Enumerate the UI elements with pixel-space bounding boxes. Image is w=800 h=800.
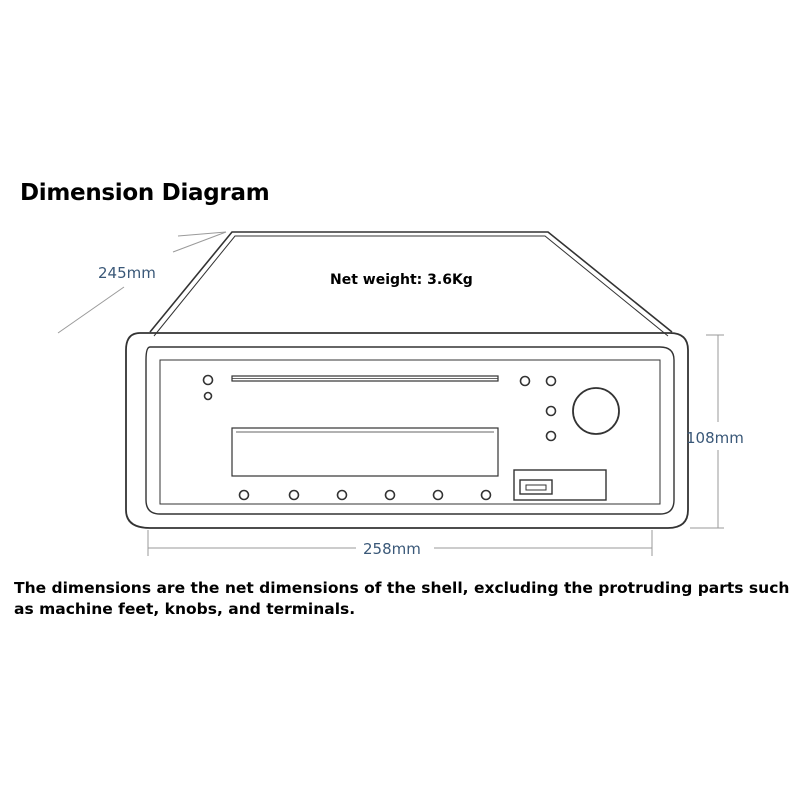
left-button-2 (203, 391, 213, 401)
height-label: 108mm (686, 429, 744, 447)
volume-knob (572, 387, 620, 435)
disc-slot (231, 375, 499, 382)
right-buttons (519, 375, 557, 442)
net-weight-label: Net weight: 3.6Kg (330, 272, 473, 288)
display-window (231, 427, 499, 477)
width-label: 258mm (363, 540, 421, 558)
bottom-button-2 (288, 489, 300, 501)
case-top (149, 231, 673, 337)
bottom-buttons (238, 489, 492, 501)
height-dimension (690, 334, 724, 529)
bottom-button-4 (384, 489, 396, 501)
usb-port (513, 469, 607, 501)
dimension-note: The dimensions are the net dimensions of… (14, 579, 790, 618)
width-dimension (147, 530, 653, 556)
left-button-1 (202, 374, 214, 386)
right-button-4 (545, 430, 557, 442)
bottom-button-3 (336, 489, 348, 501)
front-panel (125, 332, 689, 529)
depth-label: 245mm (98, 264, 156, 282)
left-buttons (202, 374, 214, 401)
bottom-button-1 (238, 489, 250, 501)
depth-dimension (57, 231, 227, 334)
diagram-title: Dimension Diagram (20, 180, 270, 206)
bottom-button-6 (480, 489, 492, 501)
right-button-2 (545, 375, 557, 387)
right-button-1 (519, 375, 531, 387)
bottom-button-5 (432, 489, 444, 501)
right-button-3 (545, 405, 557, 417)
